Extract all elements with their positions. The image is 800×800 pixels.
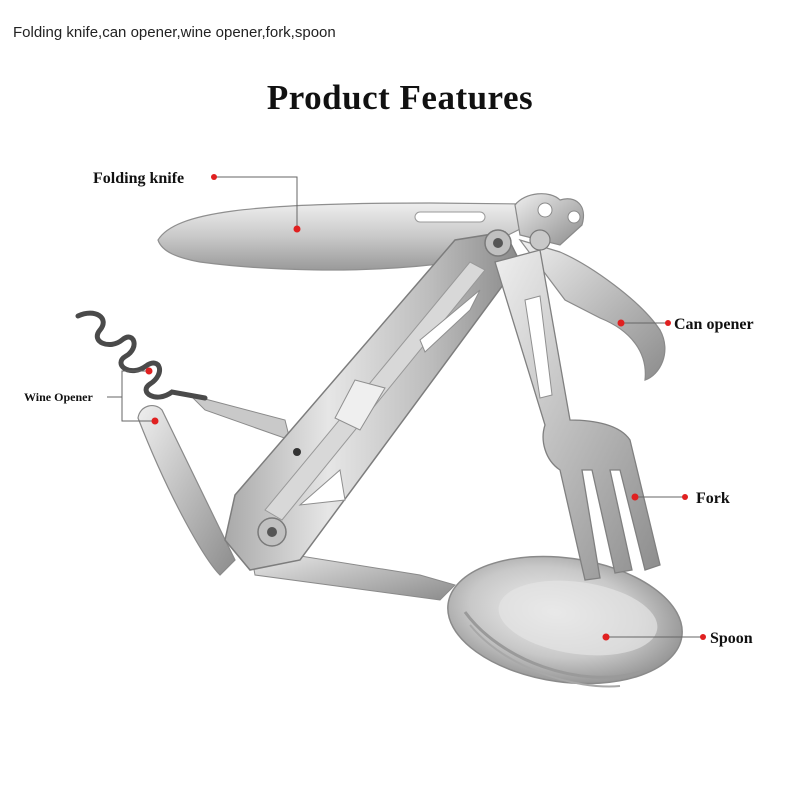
corkscrew: [75, 310, 208, 401]
knife-blade-dot: [293, 225, 301, 233]
wine-opener-corkscrew-dot: [145, 367, 153, 375]
fork-label-dot: [682, 494, 688, 500]
callout-markers: [145, 174, 706, 641]
can-opener-label-dot: [665, 320, 671, 326]
fork-tool: [494, 249, 661, 581]
wine-opener-lever: [137, 394, 291, 576]
can-opener-tool: [514, 193, 666, 381]
product-caption: Folding knife,can opener,wine opener,for…: [13, 24, 336, 41]
can-opener-marker-dot: [617, 319, 625, 327]
multitool-handle: [224, 229, 551, 571]
spoon-label: Spoon: [710, 630, 753, 647]
knife-marker-dot: [211, 174, 217, 180]
wine-opener-label: Wine Opener: [24, 390, 93, 404]
fork-label: Fork: [696, 490, 730, 507]
spoon-label-dot: [700, 634, 706, 640]
wine-opener-lever-dot: [151, 417, 159, 425]
product-features-headline: Product Features: [266, 78, 534, 117]
knife-blade: [157, 202, 529, 271]
callout-leader-lines: [107, 176, 703, 638]
can-opener-label: Can opener: [674, 316, 754, 333]
spoon-marker-dot: [602, 633, 610, 641]
fork-marker-dot: [631, 493, 639, 501]
folding-knife-label: Folding knife: [93, 170, 184, 187]
